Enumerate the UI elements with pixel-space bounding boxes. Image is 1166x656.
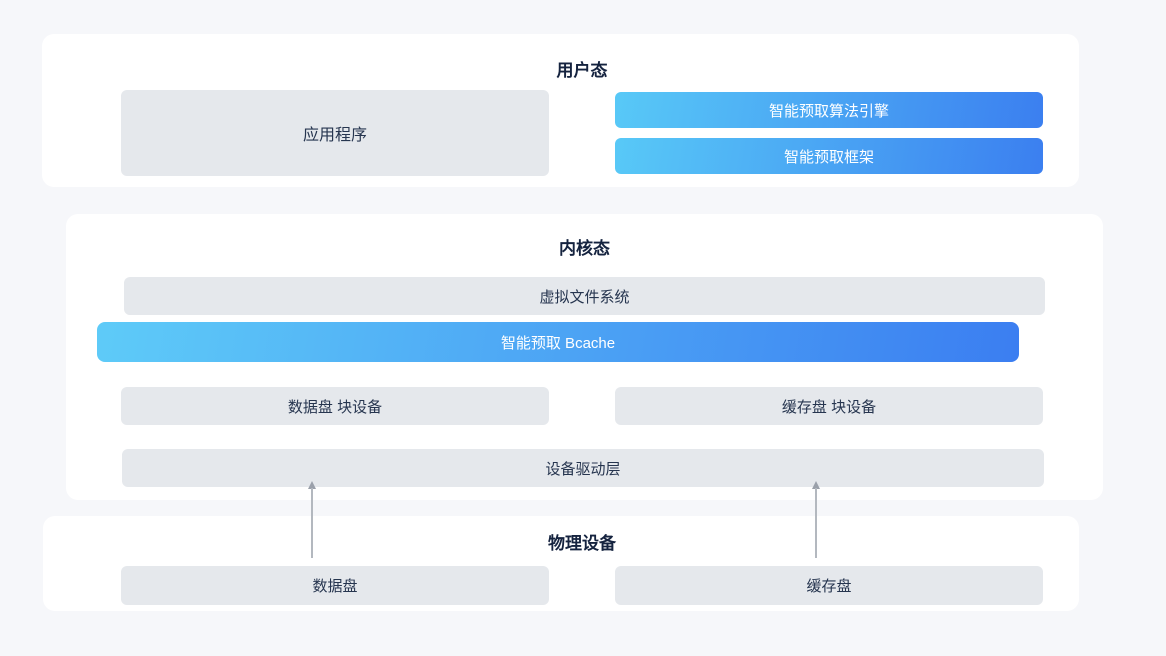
physical-devices-title: 物理设备: [548, 534, 616, 553]
cache-disk-up-arrow-icon: [812, 481, 820, 559]
kernel-mode-panel: 内核态 虚拟文件系统 智能预取 Bcache 数据盘 块设备 缓存盘 块设备 设…: [66, 214, 1103, 500]
data-disk-up-arrow-icon: [308, 481, 316, 559]
data-disk-block-device-box: 数据盘 块设备: [121, 387, 549, 425]
user-mode-panel: 用户态 应用程序 智能预取算法引擎 智能预取框架: [42, 34, 1079, 187]
arrow-shaft: [815, 488, 817, 558]
physical-devices-panel: 物理设备 数据盘 缓存盘: [43, 516, 1079, 611]
device-driver-layer-bar: 设备驱动层: [122, 449, 1044, 487]
user-mode-title: 用户态: [556, 61, 608, 80]
virtual-file-system-bar: 虚拟文件系统: [124, 277, 1045, 315]
smart-prefetch-bcache-bar: 智能预取 Bcache: [97, 322, 1019, 362]
kernel-mode-title: 内核态: [559, 239, 610, 258]
prefetch-framework-box: 智能预取框架: [615, 138, 1043, 174]
application-box: 应用程序: [121, 90, 549, 176]
arrowhead-up-icon: [812, 481, 820, 489]
cache-disk-box: 缓存盘: [615, 566, 1043, 605]
arrowhead-up-icon: [308, 481, 316, 489]
arrow-shaft: [311, 488, 313, 558]
prefetch-algorithm-engine-box: 智能预取算法引擎: [615, 92, 1043, 128]
data-disk-box: 数据盘: [121, 566, 549, 605]
cache-disk-block-device-box: 缓存盘 块设备: [615, 387, 1043, 425]
